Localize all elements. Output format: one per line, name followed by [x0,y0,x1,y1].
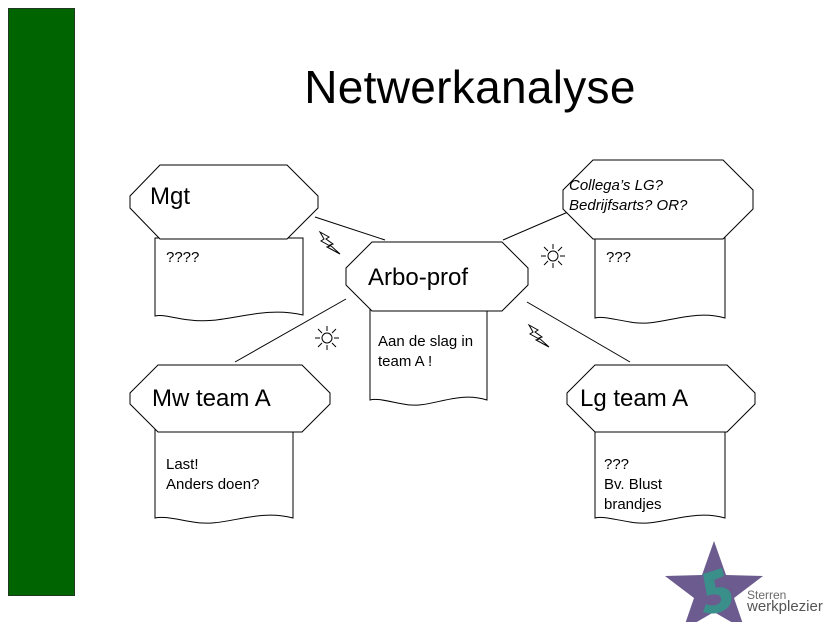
relation-line-mgt-arbo [314,216,386,241]
relation-line-mw-arbo [234,298,347,363]
arbo-note-text: Aan de slag in team A ! [378,333,474,370]
lg-note-text: ??? Bv. Blust brandjes [604,456,663,513]
mw-note-shape [154,424,294,524]
logo-line-2: werkplezier [747,598,823,615]
five-stars-logo-icon [665,541,763,622]
mgt-note-text: ???? [166,249,200,266]
mgt-octagon [129,164,319,240]
mw-octagon [129,364,331,433]
mgt-label: Mgt [150,183,191,210]
collega-label: Collega’s LG? Bedrijfsarts? OR? [569,177,688,214]
lg-note-shape [594,424,726,524]
logo-line-1: Sterren [747,588,787,602]
collega-note-shape [594,237,726,324]
arbo-prof-label: Arbo-prof [368,264,469,291]
green-sidebar-bar [8,8,75,596]
relation-line-collega-arbo [502,211,569,241]
sun-icon [315,326,339,350]
arbo-octagon [345,241,529,312]
lightning-icon [527,323,550,348]
mgt-note-shape [154,237,304,322]
logo-wordmark: Sterren werkplezier [747,588,823,615]
sun-icon [541,244,565,268]
mw-team-a-label: Mw team A [152,385,271,412]
lightning-icon [318,230,341,255]
collega-note-text: ??? [606,249,632,266]
relation-line-lg-arbo [526,301,631,363]
collega-octagon [562,159,754,240]
arbo-note-shape [369,309,488,406]
lg-team-a-label: Lg team A [580,385,689,412]
slide-title: Netwerkanalyse [304,61,636,113]
lg-octagon [566,364,756,433]
mw-note-text: Last! Anders doen? [166,456,260,493]
